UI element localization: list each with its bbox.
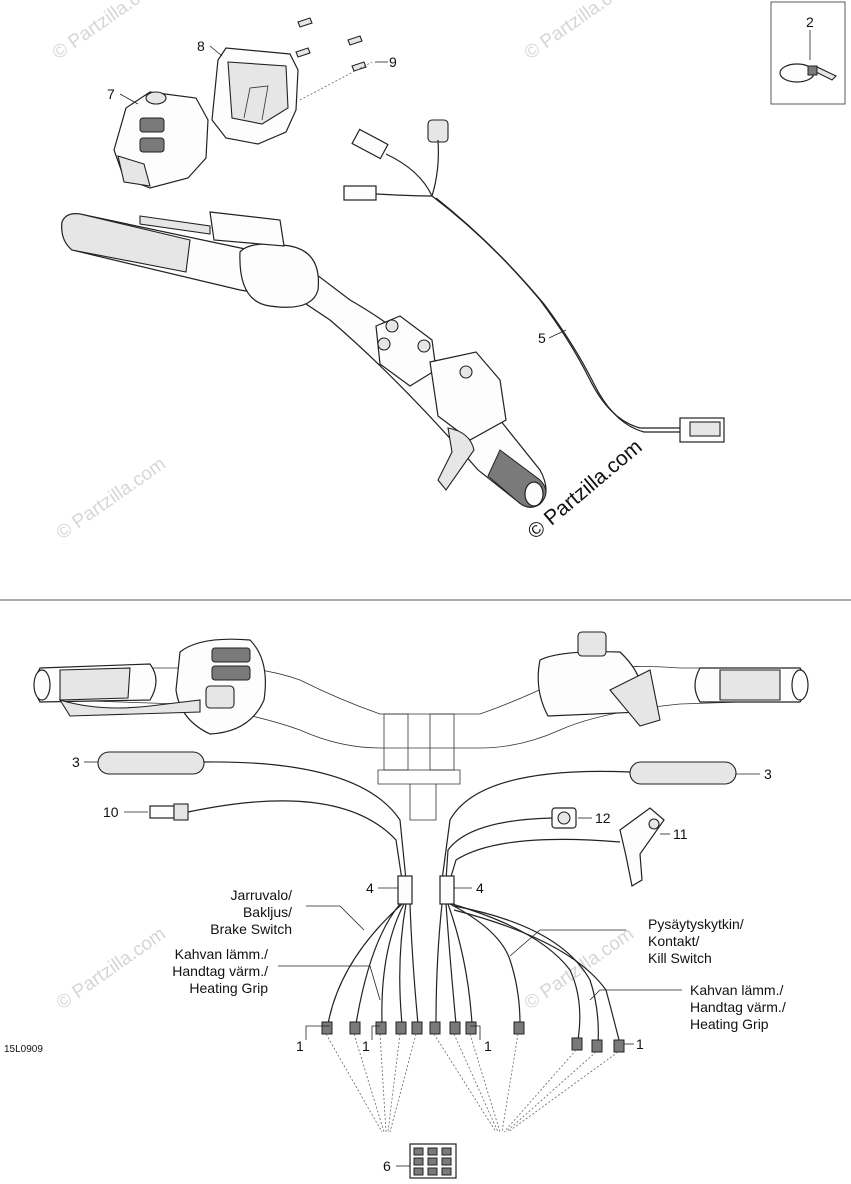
label-line: Handtag värm./ (690, 999, 786, 1015)
switch-housing (209, 45, 373, 145)
inset-box (770, 1, 846, 105)
handlebar-top (61, 211, 547, 508)
bottom-assembly: 3 3 10 12 11 (4, 631, 809, 1179)
label-heating-grip-left: Kahvan lämm./ Handtag värm./ Heating Gri… (172, 946, 268, 996)
callout-3-right: 3 (764, 766, 772, 782)
switch-block (113, 91, 209, 189)
switch-12 (551, 807, 592, 829)
watermark: © Partzilla.com (53, 453, 170, 544)
heated-grips (84, 751, 760, 785)
callout-3-left: 3 (72, 754, 80, 770)
watermark: © Partzilla.com (521, 0, 638, 64)
label-kill-switch: Pysäytyskytkin/ Kontakt/ Kill Switch (648, 916, 744, 966)
callout-12: 12 (595, 810, 611, 826)
label-line: Pysäytyskytkin/ (648, 916, 744, 932)
callout-11: 11 (673, 826, 688, 842)
label-line: Kahvan lämm./ (690, 982, 783, 998)
sleeve-left (397, 875, 413, 905)
label-heating-grip-right: Kahvan lämm./ Handtag värm./ Heating Gri… (690, 982, 786, 1032)
label-line: Heating Grip (690, 1016, 769, 1032)
callout-4-right: 4 (476, 880, 484, 896)
label-line: Kahvan lämm./ (175, 946, 268, 962)
callout-1-leaders (305, 1025, 634, 1045)
watermark: © Partzilla.com (49, 0, 166, 64)
callout-10: 10 (103, 804, 119, 820)
label-line: Brake Switch (210, 921, 292, 937)
connector-6 (396, 1143, 457, 1179)
label-line: Heating Grip (189, 980, 268, 996)
wires (187, 761, 631, 881)
callout-5: 5 (538, 330, 546, 346)
callout-7: 7 (107, 86, 115, 102)
callout-1-d: 1 (636, 1036, 644, 1052)
wiring-harness (343, 119, 725, 443)
callout-8: 8 (197, 38, 205, 54)
sleeves (378, 875, 472, 905)
connector-6-guides (325, 1033, 619, 1133)
callout-1-c: 1 (484, 1038, 492, 1054)
heated-grip-right (629, 761, 737, 785)
label-line: Kontakt/ (648, 933, 699, 949)
label-brake-switch: Jarruvalo/ Bakljus/ Brake Switch (210, 887, 292, 937)
handlebar-outline (59, 666, 801, 821)
callout-1-a: 1 (296, 1038, 304, 1054)
cable-tie-head (807, 65, 818, 76)
part-2-cable-tie: 2 (770, 1, 846, 105)
screws (295, 17, 388, 72)
left-grip-switch (33, 638, 266, 735)
heated-grip-left (97, 751, 205, 775)
label-line: Kill Switch (648, 950, 712, 966)
label-leaders (278, 905, 682, 1001)
top-assembly: 9 8 7 (61, 17, 725, 508)
label-line: Bakljus/ (243, 904, 292, 920)
sleeve-right (439, 875, 455, 905)
callout-9: 9 (389, 54, 397, 70)
right-grip-throttle (537, 631, 809, 727)
callout-4-left: 4 (366, 880, 374, 896)
label-line: Handtag värm./ (172, 963, 268, 979)
connector-10 (124, 803, 189, 821)
figure-code: 15L0909 (4, 1044, 43, 1055)
terminals (321, 1021, 625, 1053)
branch-wires (327, 903, 621, 1045)
watermark: © Partzilla.com (53, 923, 170, 1014)
callout-1-b: 1 (362, 1038, 370, 1054)
callout-2: 2 (806, 14, 814, 30)
callout-6: 6 (383, 1158, 391, 1174)
label-line: Jarruvalo/ (231, 887, 293, 903)
brake-switch-11 (619, 807, 670, 887)
